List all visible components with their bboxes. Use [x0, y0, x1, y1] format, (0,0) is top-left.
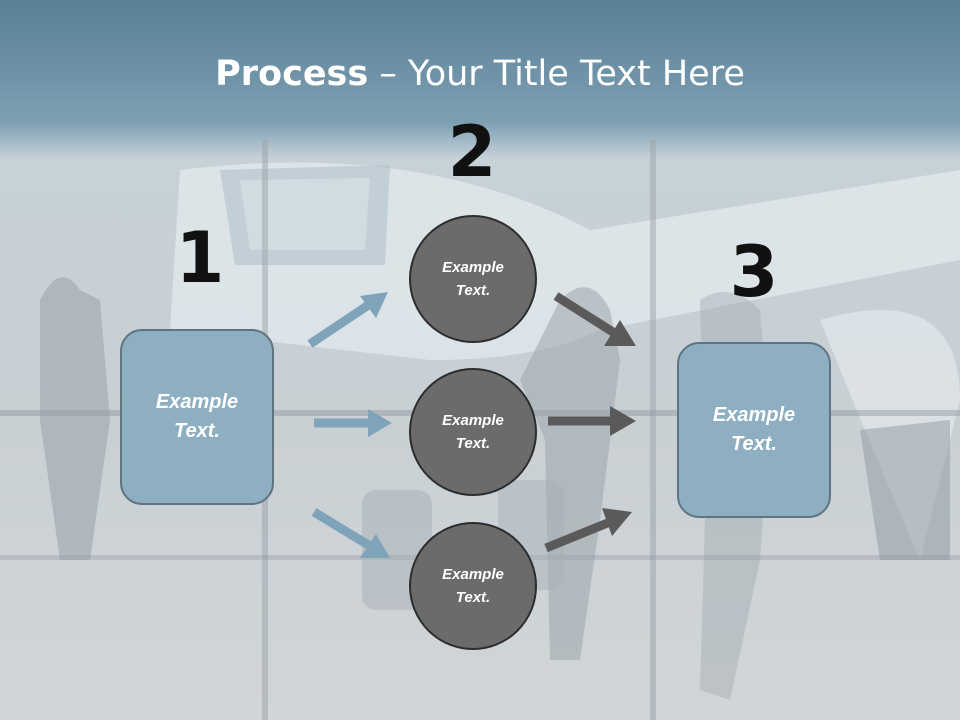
middle-circle-center: Example Text. — [409, 368, 537, 496]
title-rest: – Your Title Text Here — [368, 54, 745, 94]
step-number-3: 3 — [729, 231, 779, 313]
page-title: Process – Your Title Text Here — [0, 52, 960, 96]
step-3-box-text: Example Text. — [712, 404, 796, 455]
step-3-box: Example Text. — [677, 342, 831, 518]
middle-circle-top: Example Text. — [409, 215, 537, 343]
step-number-2: 2 — [447, 111, 497, 193]
middle-circle-bottom-text: Example Text. — [442, 566, 504, 606]
step-number-1: 1 — [175, 217, 225, 299]
step-1-box: Example Text. — [120, 329, 274, 505]
middle-circle-top-text: Example Text. — [442, 259, 504, 299]
middle-circle-bottom: Example Text. — [409, 522, 537, 650]
middle-circle-center-text: Example Text. — [442, 412, 504, 452]
title-bold-word: Process — [215, 54, 369, 94]
step-1-box-text: Example Text. — [155, 391, 239, 442]
